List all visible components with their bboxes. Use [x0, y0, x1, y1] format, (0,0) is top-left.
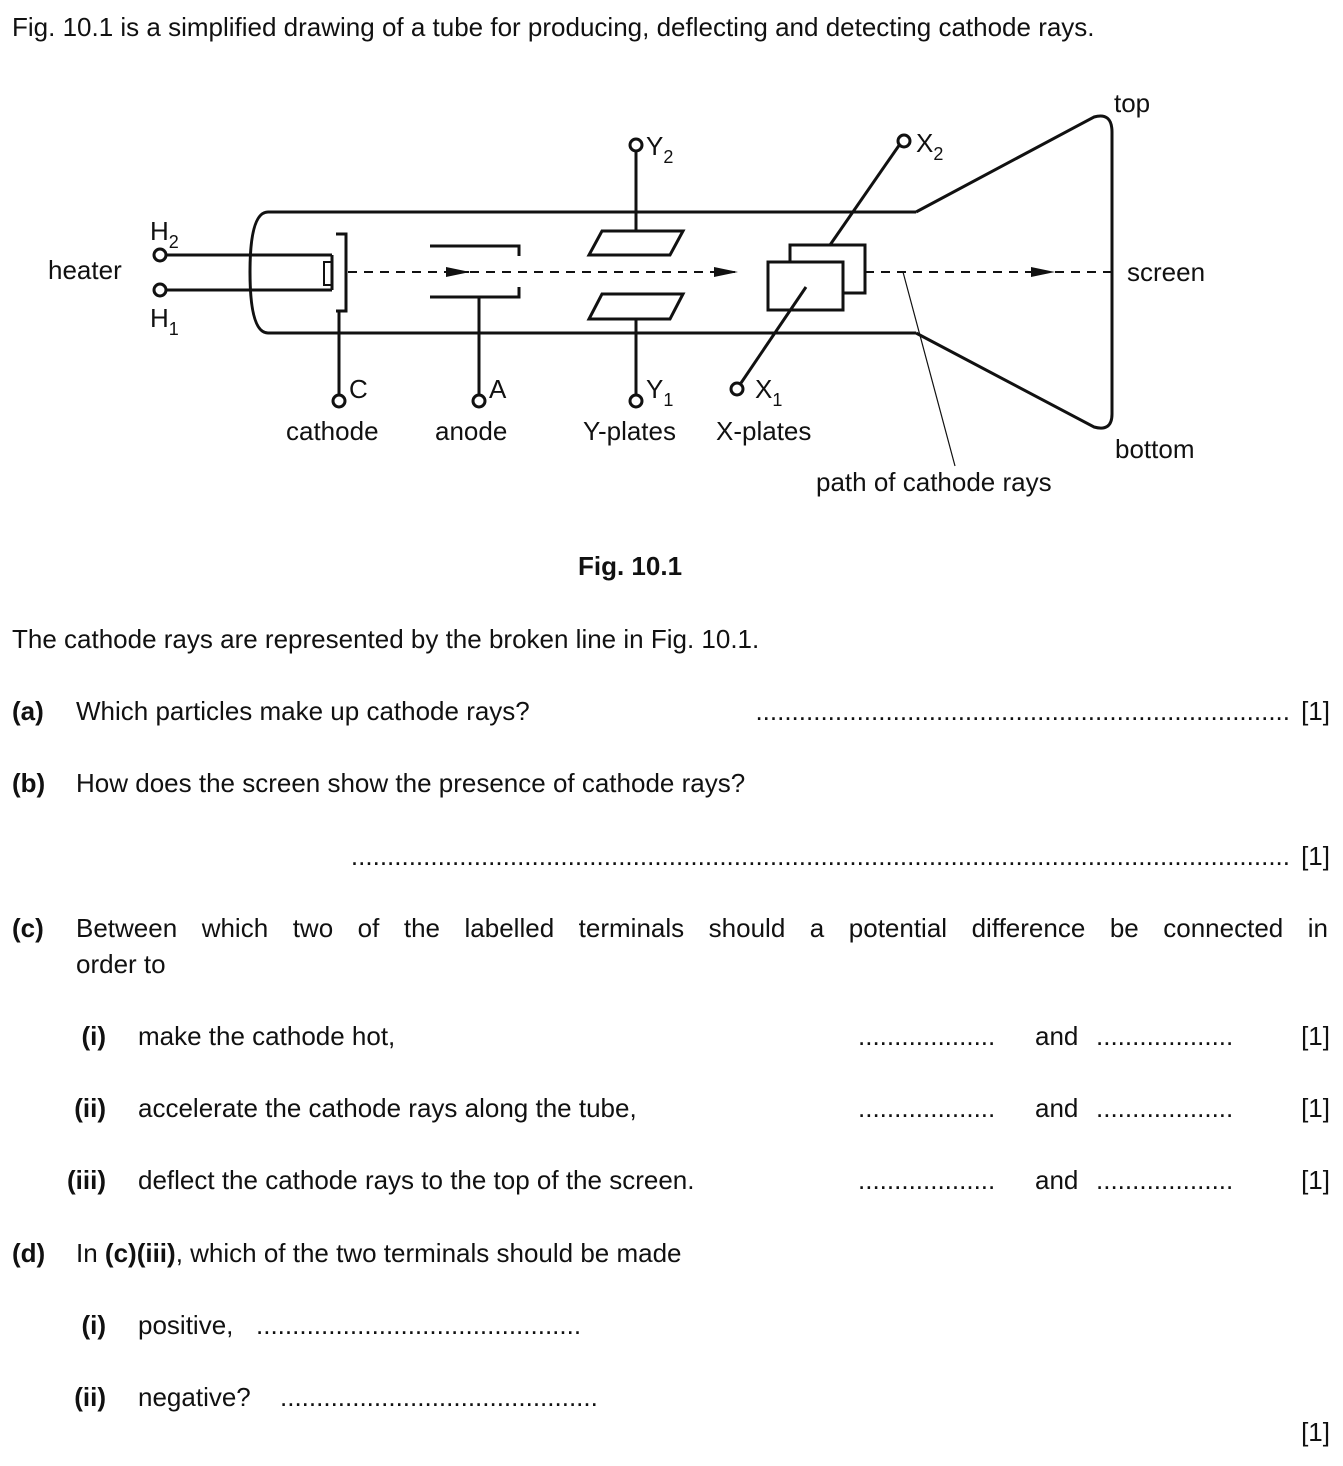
label-anode: anode: [435, 416, 507, 446]
question-c-ii-mark: [1]: [1301, 1093, 1330, 1123]
answer-d-ii-line[interactable]: ........................................…: [280, 1382, 598, 1412]
y2-terminal: [628, 137, 644, 153]
question-c-iii-mark: [1]: [1301, 1165, 1330, 1195]
question-c-ii-and: and: [1035, 1093, 1079, 1123]
label-y1: Y1: [646, 374, 673, 410]
x2-terminal: [896, 133, 912, 149]
label-x-plates: X-plates: [716, 416, 811, 446]
answer-d-i-line[interactable]: ........................................…: [256, 1310, 582, 1340]
answer-c-ii-second[interactable]: ...................: [1096, 1093, 1234, 1123]
answer-c-i-second[interactable]: ...................: [1096, 1021, 1234, 1051]
answer-c-iii-second[interactable]: ...................: [1096, 1165, 1234, 1195]
label-top: top: [1114, 88, 1150, 118]
label-path-of-cathode-rays: path of cathode rays: [816, 467, 1052, 497]
x1-terminal: [729, 381, 745, 397]
c-terminal: [331, 393, 347, 409]
tube-outline: [248, 210, 916, 335]
question-d-ii-label: (ii): [74, 1382, 106, 1412]
question-c-text-line2: order to: [76, 949, 166, 979]
question-c-label: (c): [12, 913, 44, 943]
label-x1: X1: [755, 374, 782, 410]
anode-electrode: [430, 244, 521, 256]
question-d-text: In (c)(iii), which of the two terminals …: [76, 1238, 682, 1268]
question-c-i-label: (i): [81, 1021, 106, 1051]
question-c-text-line1: Between which two of the labelled termin…: [76, 913, 1328, 943]
question-c-i-and: and: [1035, 1021, 1079, 1051]
question-a-mark: [1]: [1301, 696, 1330, 726]
question-c-ii-label: (ii): [74, 1093, 106, 1123]
question-a-label: (a): [12, 696, 44, 726]
answer-c-iii-first[interactable]: ...................: [858, 1165, 996, 1195]
question-c-ii-text: accelerate the cathode rays along the tu…: [138, 1093, 637, 1123]
y1-plate: [586, 292, 686, 321]
question-c-i-text: make the cathode hot,: [138, 1021, 396, 1051]
answer-b-line[interactable]: ........................................…: [350, 841, 1290, 871]
question-c-iii-text: deflect the cathode rays to the top of t…: [138, 1165, 695, 1195]
label-a: A: [489, 374, 507, 404]
question-c-iii-and: and: [1035, 1165, 1079, 1195]
x1-plate: [766, 260, 845, 312]
figure-caption: Fig. 10.1: [578, 551, 683, 581]
question-d-mark: [1]: [1301, 1417, 1330, 1447]
intro-text: Fig. 10.1 is a simplified drawing of a t…: [12, 12, 1095, 42]
label-screen: screen: [1127, 257, 1205, 287]
h1-terminal: [152, 282, 168, 298]
answer-c-ii-first[interactable]: ...................: [858, 1093, 996, 1123]
label-x2: X2: [916, 128, 943, 164]
label-h2: H2: [150, 216, 179, 252]
label-cathode: cathode: [286, 416, 379, 446]
question-b-text: How does the screen show the presence of…: [76, 768, 746, 798]
label-c: C: [349, 374, 368, 404]
a-terminal: [471, 393, 487, 409]
label-bottom: bottom: [1115, 434, 1195, 464]
label-heater: heater: [48, 255, 122, 285]
question-b-mark: [1]: [1301, 841, 1330, 871]
question-d-ii-text: negative?: [138, 1382, 251, 1412]
question-d-label: (d): [12, 1238, 46, 1268]
label-y2: Y2: [646, 131, 673, 167]
y2-plate: [586, 229, 686, 257]
label-h1: H1: [150, 303, 179, 339]
statement-text: The cathode rays are represented by the …: [12, 624, 760, 654]
question-c-iii-label: (iii): [67, 1165, 106, 1195]
cathode-electrode: [336, 232, 348, 313]
question-c-i-mark: [1]: [1301, 1021, 1330, 1051]
cathode-ray-tube-diagram: top screen bottom heater H2 H1 C cathode…: [48, 88, 1205, 497]
question-d-i-label: (i): [81, 1310, 106, 1340]
question-b-label: (b): [12, 768, 46, 798]
answer-a-line[interactable]: ........................................…: [755, 696, 1290, 726]
label-y-plates: Y-plates: [583, 416, 676, 446]
h2-terminal: [152, 247, 168, 263]
answer-c-i-first[interactable]: ...................: [858, 1021, 996, 1051]
y1-terminal: [628, 393, 644, 409]
question-d-reference: (c)(iii): [104, 1238, 176, 1268]
question-a-text: Which particles make up cathode rays?: [76, 696, 530, 726]
question-d-i-text: positive,: [138, 1310, 234, 1340]
